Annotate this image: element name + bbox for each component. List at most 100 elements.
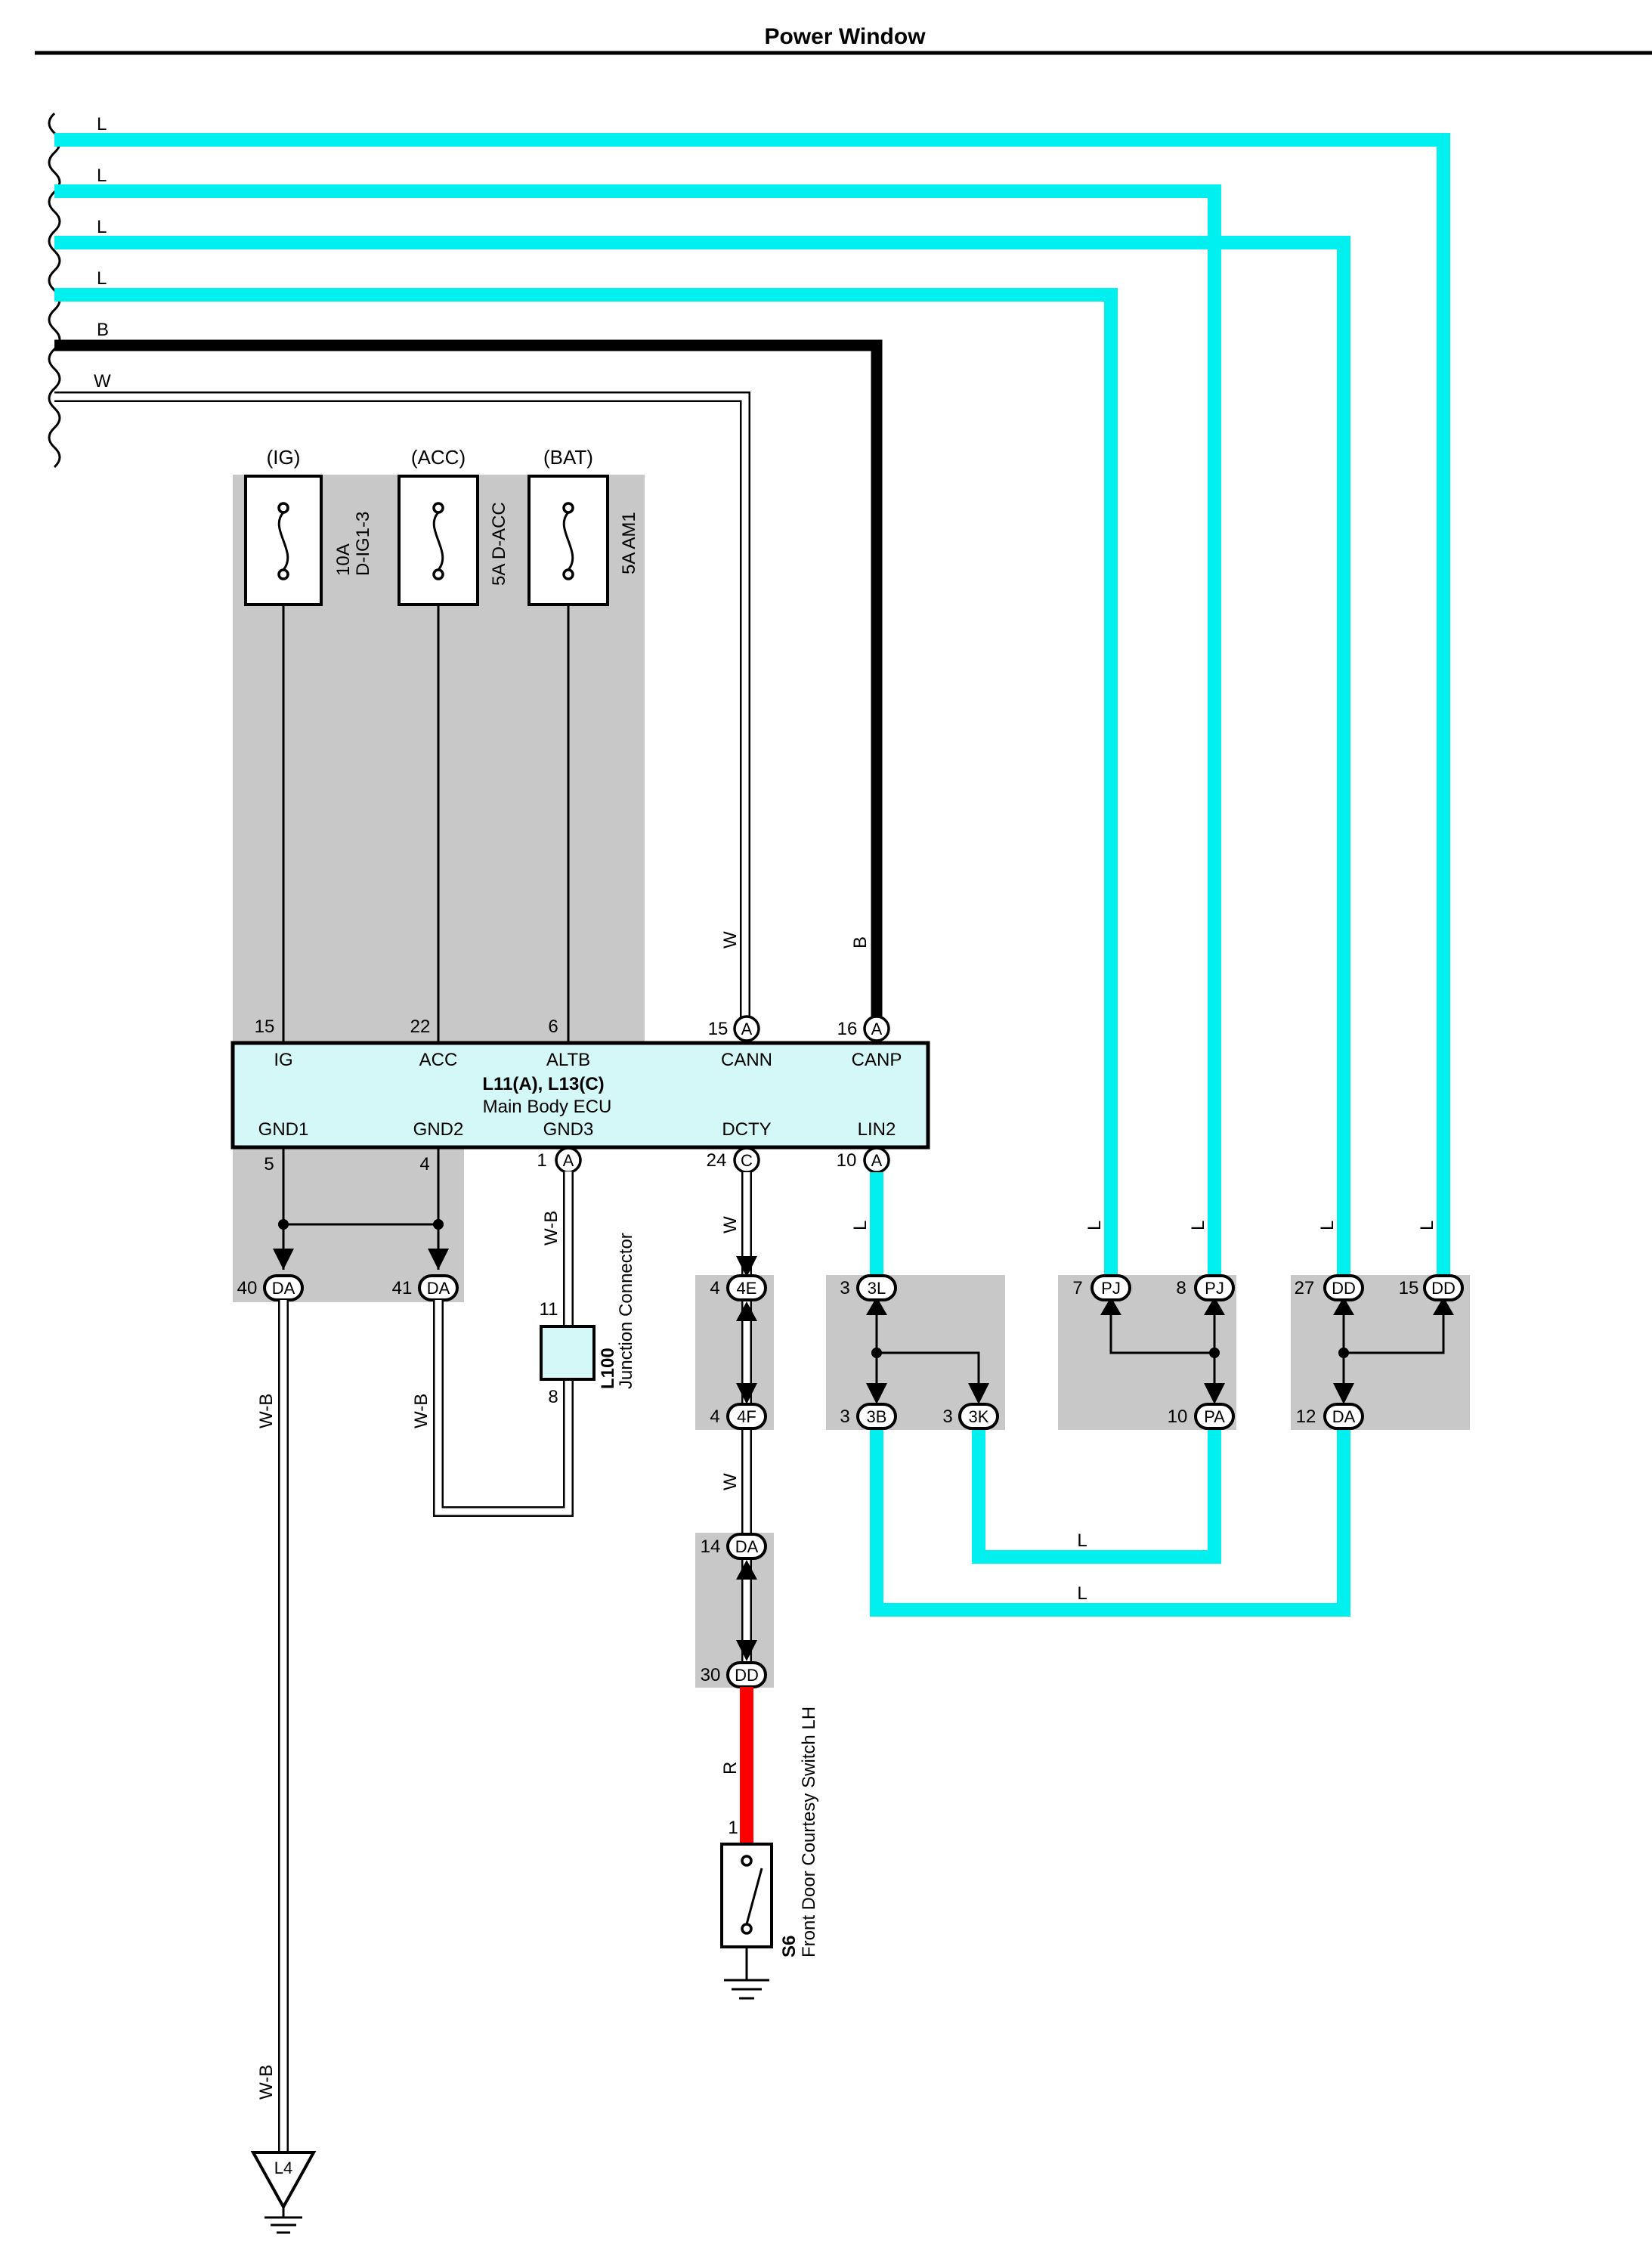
ecu-conn-badge xyxy=(863,1015,890,1042)
fuse-acc: (ACC) 5A D-ACC xyxy=(398,446,509,1043)
connector-pill xyxy=(856,1274,897,1301)
connector-code: DA xyxy=(272,1279,295,1298)
ecu-pin-label: GND3 xyxy=(543,1119,594,1140)
arrow-up xyxy=(1433,1297,1454,1315)
ground-l4: L4 xyxy=(250,2151,317,2234)
connector-da-41: 41 DA xyxy=(392,1249,459,1301)
connector-4f: 4 4F xyxy=(710,1383,767,1430)
connector-pin: 3 xyxy=(840,1278,849,1298)
connector-pin: 12 xyxy=(1296,1407,1316,1427)
ecu-conn-letter: A xyxy=(871,1151,883,1170)
splice-dd-da: 27 DD 15 DD 12 DA xyxy=(1295,1274,1464,1430)
ecu-conn-letter: C xyxy=(741,1151,753,1170)
diagram-title: Power Window xyxy=(764,24,926,49)
ecu-id: L11(A), L13(C) xyxy=(482,1074,604,1094)
ground-id: L4 xyxy=(274,2159,292,2177)
connector-pin: 30 xyxy=(701,1665,721,1685)
connector-pill xyxy=(856,1403,897,1430)
fuse-ig: (IG) 10A D-IG1-3 xyxy=(244,446,373,1043)
fuse-bat: (BAT) 5A AM1 xyxy=(527,446,639,1043)
connector-code: DA xyxy=(427,1279,450,1298)
ground-triangle xyxy=(250,2151,317,2211)
ecu-pin-num: 6 xyxy=(548,1017,558,1037)
wire-l-3 xyxy=(54,236,1350,1285)
wire-l-loop-inner xyxy=(972,1417,1221,1564)
ecu-pin-num: 15 xyxy=(255,1017,275,1037)
ecu-pin-label: DCTY xyxy=(722,1119,771,1140)
ecu-name: Main Body ECU xyxy=(483,1097,612,1117)
courtesy-switch-s6: 1 S6 Front Door Courtesy Switch LH xyxy=(720,1707,819,2000)
fuse-tag: (BAT) xyxy=(543,446,593,469)
connector-code: DD xyxy=(735,1666,759,1685)
ecu-pin-num: 24 xyxy=(707,1150,727,1171)
junction-connector-l100: 11 8 L100 Junction Connector xyxy=(540,1233,636,1407)
wire-label-w: W xyxy=(720,1216,741,1233)
connector-pill xyxy=(958,1403,999,1430)
ecu-pin-label: ACC xyxy=(419,1050,458,1070)
switch-contact xyxy=(741,1855,753,1867)
wire-label-wb: W-B xyxy=(541,1211,561,1246)
fuse-terminal xyxy=(562,568,574,580)
fuse-rating: 5A D-ACC xyxy=(489,502,509,586)
wire-label-l: L xyxy=(1188,1221,1208,1230)
ecu-box xyxy=(230,1041,930,1150)
connector-code: DD xyxy=(1332,1279,1356,1298)
arrow-up xyxy=(1100,1297,1121,1315)
fuse-terminal xyxy=(277,568,289,580)
splice-pj-pa: 7 PJ 8 PJ 10 PA xyxy=(1072,1274,1235,1430)
incoming-label-5: B xyxy=(97,320,109,340)
arrow-down xyxy=(736,1640,757,1661)
connector-code: 3B xyxy=(867,1407,887,1426)
wire-l-2 xyxy=(54,184,1221,1285)
connector-pill xyxy=(1194,1274,1235,1301)
splice-3l-3b-3k: 3 3L 3 3B 3 3K xyxy=(840,1274,999,1430)
connector-pin: 7 xyxy=(1072,1278,1082,1298)
wire-l-4 xyxy=(54,288,1118,1285)
connector-code: DA xyxy=(1332,1407,1356,1426)
incoming-label-6: W xyxy=(94,371,111,391)
connector-pin: 14 xyxy=(701,1536,721,1557)
connector-code: PJ xyxy=(1205,1279,1224,1298)
main-body-ecu: IG ACC ALTB CANN CANP L11(A), L13(C) Mai… xyxy=(230,1041,930,1150)
ecu-conn-letter: A xyxy=(563,1151,574,1170)
ecu-pin-label: GND1 xyxy=(258,1119,309,1140)
switch-pin: 1 xyxy=(728,1818,738,1838)
junction-name: Junction Connector xyxy=(616,1233,636,1389)
connector-code: 4E xyxy=(737,1279,757,1298)
connector-pill xyxy=(726,1274,767,1301)
connector-dd-30: 30 DD xyxy=(701,1640,767,1688)
arrow-up xyxy=(736,1301,757,1321)
arrow-down xyxy=(736,1256,757,1277)
splice-dot xyxy=(278,1219,289,1230)
wire-label-r: R xyxy=(720,1762,741,1775)
fuse-terminal xyxy=(432,502,444,514)
connector-code: 4F xyxy=(737,1407,756,1426)
connector-pin: 4 xyxy=(710,1407,719,1427)
connector-code: PA xyxy=(1204,1407,1225,1426)
ecu-pin-label: CANN xyxy=(721,1050,772,1070)
splice-branch xyxy=(1109,1315,1214,1354)
arrow-down xyxy=(866,1383,887,1404)
ecu-pin-label: CANP xyxy=(852,1050,902,1070)
arrow-up xyxy=(866,1297,887,1315)
connector-pill xyxy=(726,1403,767,1430)
incoming-label-3: L xyxy=(97,217,107,237)
connector-pin: 8 xyxy=(1176,1278,1186,1298)
ecu-conn-letter: A xyxy=(871,1020,883,1038)
wire-label-l: L xyxy=(1317,1221,1338,1230)
wire-b xyxy=(54,339,883,1017)
connector-pin: 3 xyxy=(942,1407,952,1427)
arrow-down xyxy=(1333,1383,1354,1404)
arrow-down xyxy=(968,1383,989,1404)
connector-pin: 4 xyxy=(710,1278,719,1298)
splice-dot xyxy=(1209,1348,1220,1358)
ecu-pin-label: IG xyxy=(274,1050,292,1070)
ecu-pin-label: ALTB xyxy=(546,1050,590,1070)
splice-branch xyxy=(1344,1315,1445,1354)
connector-pill xyxy=(1323,1403,1364,1430)
connector-code: 3K xyxy=(969,1407,989,1426)
connector-code: DD xyxy=(1431,1279,1456,1298)
fuse-rating: 5A AM1 xyxy=(619,512,639,574)
ecu-conn-letter: A xyxy=(741,1020,753,1038)
